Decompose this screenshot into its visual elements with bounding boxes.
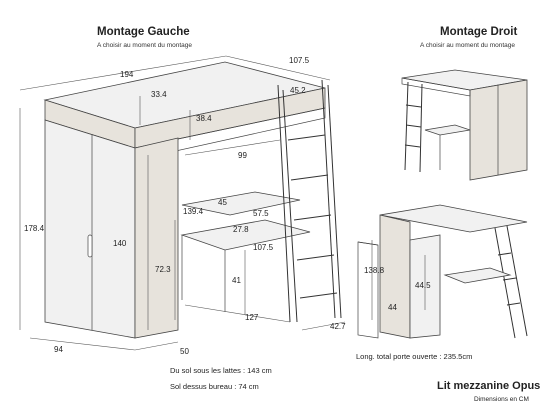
dim-label-138-8: 138.8 (364, 266, 385, 275)
ladder-rail-right (321, 79, 336, 319)
ladder-rung-5 (299, 292, 338, 299)
dim-line-127 (184, 304, 291, 323)
ladder-rail-left (277, 84, 291, 323)
wardrobe-handle-left (87, 234, 93, 258)
ladder-rung-4 (296, 254, 335, 261)
left-subtitle: A choisir au moment du montage (97, 42, 193, 49)
dim-label-178-4: 178.4 (24, 224, 45, 233)
right-subtitle: A choisir au moment du montage (420, 42, 516, 49)
desk-upper-shelf (181, 191, 301, 216)
dim-label-94: 94 (54, 345, 63, 354)
door-open-length-note: Long. total porte ouverte : 235.5cm (356, 352, 473, 361)
ladder-rung-1 (287, 134, 326, 141)
dim-line-42-7 (301, 321, 346, 331)
dim-label-44-5: 44.5 (415, 281, 431, 290)
left-title: Montage Gauche (97, 26, 190, 38)
desk-top (180, 219, 311, 251)
dim-label-107-5-mid: 107.5 (253, 243, 274, 252)
ladder-rail-right-inner (327, 84, 342, 319)
dim-label-45-2: 45.2 (290, 86, 306, 95)
dim-label-33-4: 33.4 (151, 90, 167, 99)
ladder-rung-2 (290, 174, 329, 181)
ladder-rung-3 (293, 214, 332, 221)
dim-label-42-7: 42.7 (330, 322, 346, 331)
right-mount-drawing-top (401, 69, 528, 181)
dim-label-45: 45 (218, 198, 227, 207)
dim-line-94 (29, 337, 136, 351)
dim-label-194: 194 (120, 70, 134, 79)
wardrobe-front (44, 119, 136, 339)
right-mount-drawing-bottom (357, 204, 528, 339)
wardrobe-side (134, 137, 179, 339)
dim-label-41: 41 (232, 276, 241, 285)
dim-line-99 (184, 139, 281, 156)
floor-to-slats-note: Du sol sous les lattes : 143 cm (170, 366, 272, 375)
dim-line-50 (134, 341, 179, 351)
ladder-rail-left-inner (282, 89, 298, 323)
floor-to-desk-note: Sol dessus bureau : 74 cm (170, 382, 259, 391)
dim-label-140: 140 (113, 239, 127, 248)
dim-label-38-4: 38.4 (196, 114, 212, 123)
dim-line-107-5 (225, 55, 331, 81)
dim-label-139-4: 139.4 (183, 207, 204, 216)
right-title: Montage Droit (440, 26, 518, 38)
dim-label-50: 50 (180, 347, 189, 356)
dim-label-27-8: 27.8 (233, 225, 249, 234)
dim-label-57-5: 57.5 (253, 209, 269, 218)
dim-label-72-3: 72.3 (155, 265, 171, 274)
product-name: Lit mezzanine Opus (437, 380, 541, 392)
dim-line-194 (19, 55, 227, 91)
dim-label-44: 44 (388, 303, 397, 312)
dim-label-99: 99 (238, 151, 247, 160)
unit-note: Dimensions en CM (474, 396, 529, 403)
dim-label-127: 127 (245, 313, 259, 322)
dim-label-107-5-top: 107.5 (289, 56, 310, 65)
